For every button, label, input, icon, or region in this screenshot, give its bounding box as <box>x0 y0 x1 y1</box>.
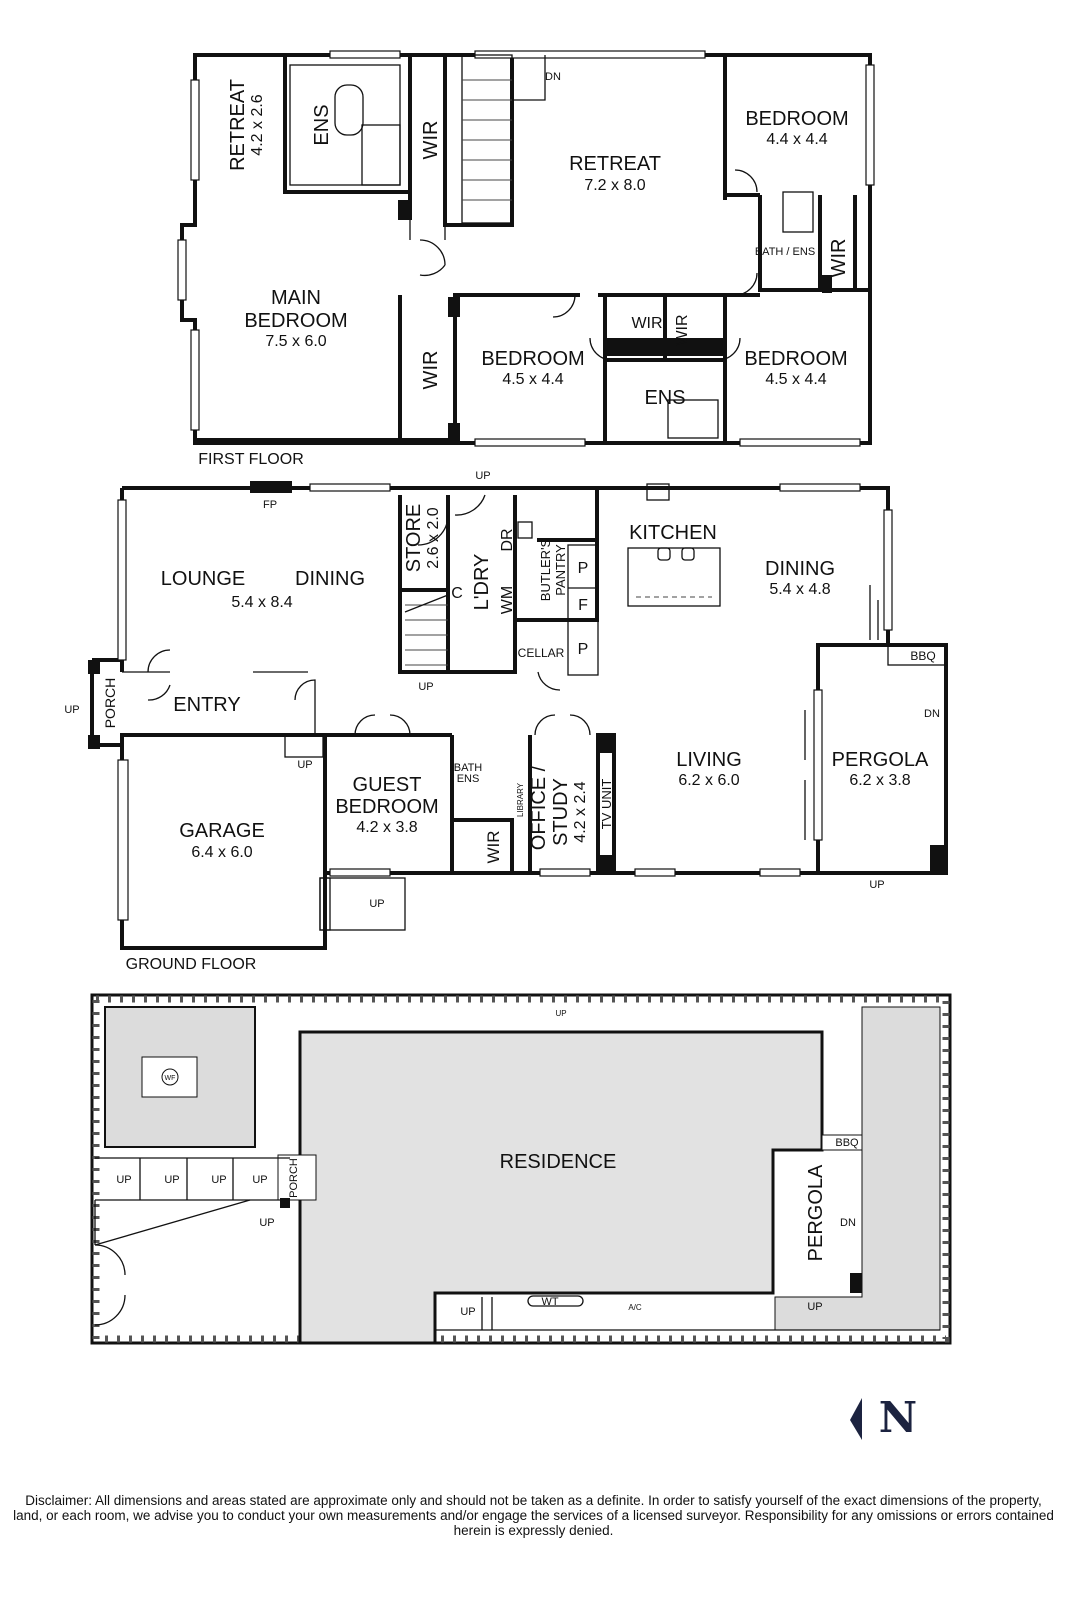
room-label-wir-east: WIR <box>828 239 850 278</box>
north-compass: N <box>850 1393 917 1442</box>
label-cupboard: C <box>451 585 463 602</box>
site-label-ac: A/C <box>628 1303 642 1312</box>
site-up-side: UP <box>460 1306 475 1318</box>
first-floor-title: FIRST FLOOR <box>198 451 304 468</box>
room-label-library: LIBRARY <box>516 782 525 817</box>
room-label-office: OFFICE / <box>528 765 550 850</box>
up-label-porch: UP <box>64 704 79 716</box>
label-tv-unit: TV UNIT <box>599 779 614 830</box>
site-label-water-tank: WT <box>541 1296 558 1308</box>
room-label-wir-main: WIR <box>420 351 442 390</box>
room-label-bedroom-mid: BEDROOM <box>481 348 584 370</box>
room-dims-pergola: 6.2 x 3.8 <box>849 772 910 789</box>
room-label-dining-west: DINING <box>295 568 365 590</box>
up-label-pergola: UP <box>869 879 884 891</box>
room-label-ens-mid: ENS <box>644 387 685 409</box>
room-dims-lounge-dining: 5.4 x 8.4 <box>231 594 292 611</box>
room-label-pergola: PERGOLA <box>832 749 929 771</box>
room-label-butlers-pantry-2: PANTRY <box>553 544 568 596</box>
label-fridge: F <box>578 597 588 614</box>
room-dims-retreat-large: 7.2 x 8.0 <box>584 177 645 194</box>
fireplace-label: FP <box>263 499 277 511</box>
room-label-guest-bedroom-1: GUEST <box>353 774 422 796</box>
room-label-retreat-large: RETREAT <box>569 153 661 175</box>
room-label-store: STORE <box>403 504 425 573</box>
north-arrow-icon <box>850 1398 862 1440</box>
room-dims-guest-bedroom: 4.2 x 3.8 <box>356 819 417 836</box>
label-bbq: BBQ <box>910 649 935 663</box>
label-washing-machine: WM <box>499 586 516 614</box>
site-step-up-3: UP <box>211 1174 226 1186</box>
ground-floor-plan: UP FP STORE 2.6 x 2.0 L'DRY DR WM C BUTL… <box>64 470 948 973</box>
site-up-north: UP <box>555 1009 566 1018</box>
site-step-up-1: UP <box>116 1174 131 1186</box>
room-dims-living: 6.2 x 6.0 <box>678 772 739 789</box>
label-pantry-2: P <box>578 641 589 658</box>
room-label-laundry: L'DRY <box>471 554 493 611</box>
room-label-garage: GARAGE <box>179 820 265 842</box>
up-label-side: UP <box>369 898 384 910</box>
room-dims-store: 2.6 x 2.0 <box>425 507 442 568</box>
site-step-up-2: UP <box>164 1174 179 1186</box>
first-floor-plan: RETREAT 4.2 x 2.6 ENS WIR DN RETREAT 7.2… <box>177 50 875 468</box>
room-label-wir: WIR <box>420 121 442 160</box>
disclaimer-text: Disclaimer: All dimensions and areas sta… <box>13 1493 1054 1538</box>
room-label-living: LIVING <box>676 749 742 771</box>
room-label-lounge: LOUNGE <box>161 568 245 590</box>
room-label-guest-bedroom-2: BEDROOM <box>335 796 438 818</box>
room-dims-main-bedroom: 7.5 x 6.0 <box>265 333 326 350</box>
room-dims-dining-east: 5.4 x 4.8 <box>769 581 830 598</box>
room-label-ens: ENS <box>311 104 333 145</box>
room-label-retreat-small: RETREAT <box>227 79 249 171</box>
ground-floor-title: GROUND FLOOR <box>126 956 257 973</box>
site-up-pergola: UP <box>807 1301 822 1313</box>
room-dims-bedroom-ne: 4.4 x 4.4 <box>766 131 827 148</box>
room-label-kitchen: KITCHEN <box>629 522 717 544</box>
room-label-porch: PORCH <box>102 678 118 729</box>
room-dims-bedroom-mid: 4.5 x 4.4 <box>502 371 563 388</box>
site-up-path: UP <box>259 1217 274 1229</box>
room-dims-bedroom-se: 4.5 x 4.4 <box>765 371 826 388</box>
north-label: N <box>879 1393 917 1442</box>
room-label-main-bedroom-2: BEDROOM <box>244 310 347 332</box>
site-label-bbq: BBQ <box>835 1137 859 1149</box>
site-step-up-4: UP <box>252 1174 267 1186</box>
room-label-wir-mid-a: WIR <box>631 315 662 332</box>
room-label-bedroom-ne: BEDROOM <box>745 108 848 130</box>
room-label-bath-ens-2: ENS <box>457 773 480 785</box>
room-label-cellar: CELLAR <box>518 646 565 660</box>
room-label-study: STUDY <box>550 778 572 846</box>
up-label-laundry: UP <box>475 470 490 482</box>
site-label-residence: RESIDENCE <box>500 1151 617 1173</box>
site-label-porch: PORCH <box>288 1158 300 1198</box>
room-label-dining-east: DINING <box>765 558 835 580</box>
room-label-wir: WIR <box>484 830 503 863</box>
room-label-bath-ens-1: BATH <box>454 762 483 774</box>
room-label-entry: ENTRY <box>173 694 240 716</box>
stairs-first-floor <box>461 54 546 224</box>
room-dims-retreat-small: 4.2 x 2.6 <box>249 94 266 155</box>
room-label-bath-ens: BATH / ENS <box>755 246 815 258</box>
site-dn: DN <box>840 1217 856 1229</box>
stair-dn-label: DN <box>545 71 561 83</box>
room-label-butlers-pantry-1: BUTLER'S <box>538 538 553 601</box>
label-dryer: DR <box>499 528 516 551</box>
site-plan: UP WF RESIDENCE BBQ UP UP UP UP PORCH UP… <box>90 993 952 1345</box>
site-label-wf: WF <box>165 1075 176 1082</box>
label-pantry-1: P <box>578 560 589 577</box>
room-dims-office: 4.2 x 2.4 <box>572 781 589 842</box>
room-dims-garage: 6.4 x 6.0 <box>191 844 252 861</box>
room-label-main-bedroom-1: MAIN <box>271 287 321 309</box>
dn-label-pergola: DN <box>924 708 940 720</box>
site-label-pergola: PERGOLA <box>805 1164 827 1261</box>
room-label-bedroom-se: BEDROOM <box>744 348 847 370</box>
room-label-wir-mid-b: WIR <box>674 314 691 345</box>
up-label-garage: UP <box>297 759 312 771</box>
up-label-stairs: UP <box>418 681 433 693</box>
stairs-ground-floor <box>404 594 449 666</box>
